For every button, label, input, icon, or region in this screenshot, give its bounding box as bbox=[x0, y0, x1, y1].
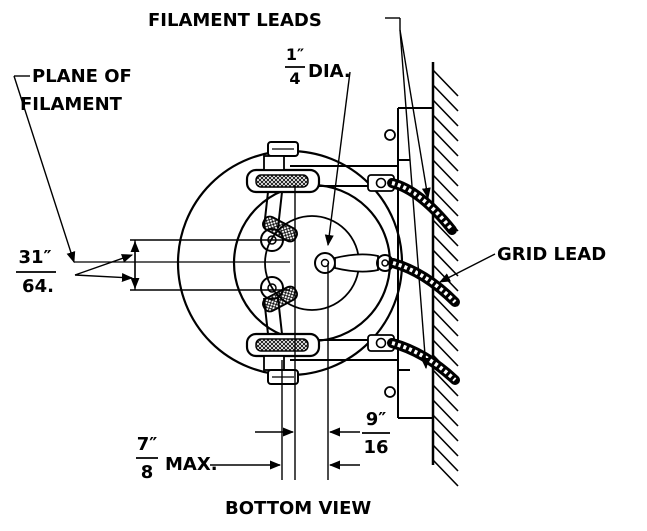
hatch-line bbox=[432, 99, 459, 127]
nine-16-dimension: 9″ 16 bbox=[362, 409, 390, 458]
center-lines bbox=[130, 185, 329, 480]
plane-of-filament-leader bbox=[13, 75, 290, 264]
hatch-line bbox=[432, 294, 459, 322]
plane-of-label: PLANE OF bbox=[32, 66, 132, 87]
max-label: MAX. bbox=[165, 454, 218, 475]
hatch-line bbox=[432, 309, 459, 337]
nine-numerator: 9″ bbox=[366, 409, 387, 430]
hatch-line bbox=[432, 429, 459, 457]
quarter-denominator: 4 bbox=[289, 69, 300, 88]
dim-thirtyone-64 bbox=[74, 240, 140, 290]
upper-filament-clamp bbox=[245, 141, 321, 194]
dim-seven-8 bbox=[210, 427, 295, 470]
quarter-numerator: 1″ bbox=[286, 45, 304, 64]
filament-leads-leaders bbox=[385, 17, 431, 370]
filament-leads-label: FILAMENT LEADS bbox=[148, 10, 322, 31]
thirtyone-numerator: 31″ bbox=[18, 247, 51, 268]
braided-leads bbox=[387, 178, 460, 385]
hatch-line bbox=[432, 159, 459, 187]
mounting-wall bbox=[431, 62, 459, 487]
quarter-dia-dimension: 1″ 4 DIA. bbox=[285, 45, 351, 88]
bottom-view-label: BOTTOM VIEW bbox=[225, 498, 371, 519]
hatch-line bbox=[432, 444, 459, 472]
lead-connectors bbox=[367, 174, 395, 352]
dia-label: DIA. bbox=[308, 61, 351, 82]
hatch-line bbox=[432, 189, 459, 217]
sixteen-denominator: 16 bbox=[363, 437, 388, 458]
seven-numerator: 7″ bbox=[137, 434, 158, 455]
hatch-line bbox=[432, 174, 459, 202]
hatch-line bbox=[432, 69, 459, 97]
seven-8-dimension: 7″ 8 MAX. bbox=[136, 434, 218, 483]
filament-label: FILAMENT bbox=[20, 94, 123, 115]
hatch-line bbox=[432, 219, 459, 247]
quarter-dia-leader bbox=[324, 71, 351, 247]
grid-lead-leader bbox=[439, 253, 496, 283]
hatch-line bbox=[432, 459, 459, 487]
hatch-line bbox=[432, 249, 459, 277]
filament-straps bbox=[260, 191, 298, 335]
hatch-line bbox=[432, 324, 459, 352]
dim-nine-16 bbox=[328, 427, 360, 470]
grid-terminal bbox=[314, 252, 394, 274]
hatch-line bbox=[432, 144, 459, 172]
grid-lead-label: GRID LEAD bbox=[497, 244, 606, 265]
eight-denominator: 8 bbox=[141, 462, 154, 483]
hatch-line bbox=[432, 369, 459, 397]
hatch-line bbox=[432, 384, 459, 412]
thirtyone-64-dimension: 31″ 64. bbox=[16, 247, 56, 297]
hatch-line bbox=[432, 84, 459, 112]
hatch-line bbox=[432, 234, 459, 262]
hatch-line bbox=[432, 114, 459, 142]
hatch-line bbox=[432, 399, 459, 427]
sixtyfour-denominator: 64. bbox=[22, 276, 54, 297]
hatch-line bbox=[432, 414, 459, 442]
hatch-line bbox=[432, 129, 459, 157]
hatch-line bbox=[432, 339, 459, 367]
